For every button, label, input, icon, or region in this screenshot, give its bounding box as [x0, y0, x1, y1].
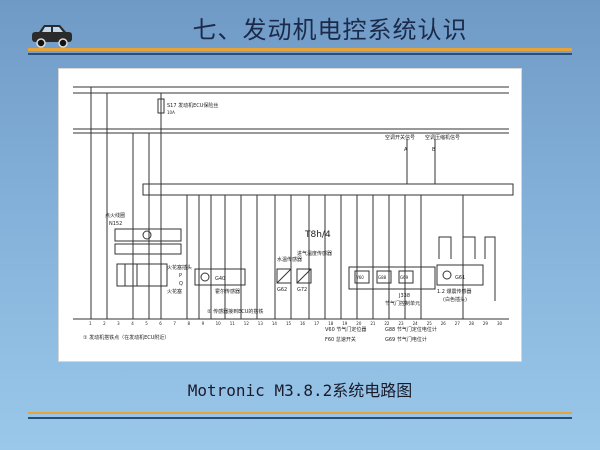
- pin-number: 12: [244, 321, 250, 326]
- o2-label: 1.2 爆震传感器: [437, 288, 472, 295]
- spark-plugs-code: P: [179, 273, 182, 279]
- sensor-g62-label: 水温传感器: [277, 256, 302, 263]
- footer-rule-blue: [28, 417, 572, 419]
- pin-number: 10: [216, 321, 222, 326]
- g69-code: G69: [400, 275, 409, 280]
- ac-switch-signal: 空调开关信号: [385, 134, 415, 141]
- connector-label: T8h/4: [304, 230, 331, 240]
- pin-number: 22: [384, 321, 390, 326]
- pin-number: 27: [455, 321, 461, 326]
- legend-g88: G88 节气门定位电位计: [385, 326, 437, 333]
- car-icon: [30, 22, 74, 48]
- pin-number: 16: [300, 321, 306, 326]
- knock-sensor-code: G40: [215, 276, 225, 282]
- pin-number: 24: [413, 321, 419, 326]
- pin-number: 8: [188, 321, 191, 326]
- legend-g69: G69 节气门电位计: [385, 336, 427, 343]
- pin-number: 26: [441, 321, 447, 326]
- sensor-wire-note: ② 传感器接到ECU的搭铁: [207, 308, 263, 315]
- pin-number: 18: [328, 321, 334, 326]
- pin-number: 14: [272, 321, 278, 326]
- footer-rule-orange: [28, 412, 572, 414]
- pin-number: 23: [399, 321, 405, 326]
- pin-number: 1: [89, 321, 92, 326]
- pin-number: 7: [173, 321, 176, 326]
- circuit-diagram-svg: S17 发动机ECU保险丝 10A 空调开关信号 空调压缩机信号 A B 点火线…: [73, 86, 514, 343]
- legend-f60: F60 怠速开关: [325, 336, 356, 343]
- ac-compressor-signal: 空调压缩机信号: [425, 134, 460, 141]
- knock-sensor-label: 霍尔传感器: [215, 288, 240, 295]
- fuse-rating: 10A: [167, 110, 175, 115]
- slide-title: 七、发动机电控系统认识: [192, 16, 468, 44]
- pin-number: 11: [230, 321, 236, 326]
- circuit-diagram: S17 发动机ECU保险丝 10A 空调开关信号 空调压缩机信号 A B 点火线…: [58, 68, 522, 362]
- fuse-label: S17 发动机ECU保险丝: [167, 102, 218, 109]
- ac-compressor-letter: B: [432, 147, 436, 153]
- pin-number: 13: [258, 321, 264, 326]
- pin-number: 15: [286, 321, 292, 326]
- pin-number: 9: [202, 321, 205, 326]
- sensor-g72-label: 进气温度传感器: [297, 250, 332, 257]
- pin-number: 6: [159, 321, 162, 326]
- ignition-code: N152: [109, 221, 122, 227]
- pin-number: 4: [131, 321, 134, 326]
- pin-number: 2: [103, 321, 106, 326]
- spark-label-q: 火花塞: [167, 288, 182, 295]
- ac-switch-letter: A: [404, 147, 408, 153]
- pin-number: 28: [469, 321, 475, 326]
- sensor-g62-code: G62: [277, 287, 287, 293]
- ground-note: ① 发动机搭铁点（在发动机ECU附近）: [83, 334, 169, 341]
- pin-number: 25: [427, 321, 433, 326]
- pin-number: 30: [497, 321, 503, 326]
- pin-number: 20: [356, 321, 362, 326]
- throttle-label: 节气门控制单元: [385, 300, 420, 307]
- spark-plugs-label: 火花塞插头: [167, 264, 192, 271]
- v60-code: V60: [356, 275, 364, 280]
- pin-number: 5: [145, 321, 148, 326]
- pin-number: 17: [314, 321, 320, 326]
- diagram-caption: Motronic M3.8.2系统电路图: [187, 381, 413, 400]
- o2-sub-label: (白色插头): [443, 296, 467, 303]
- g88-code: G88: [378, 275, 387, 280]
- spark-code-q: Q: [179, 281, 183, 287]
- pin-number: 29: [483, 321, 489, 326]
- legend-v60: V60 节气门定位器: [325, 326, 366, 333]
- title-rule-blue: [28, 53, 572, 55]
- pin-number: 19: [342, 321, 348, 326]
- title-rule-orange: [28, 48, 572, 51]
- throttle-code: J338: [398, 293, 410, 299]
- o2-code: G61: [455, 275, 465, 281]
- ignition-label: 点火线圈: [105, 212, 125, 219]
- pin-number: 21: [370, 321, 376, 326]
- sensor-g72-code: G72: [297, 287, 307, 293]
- pin-number: 3: [117, 321, 120, 326]
